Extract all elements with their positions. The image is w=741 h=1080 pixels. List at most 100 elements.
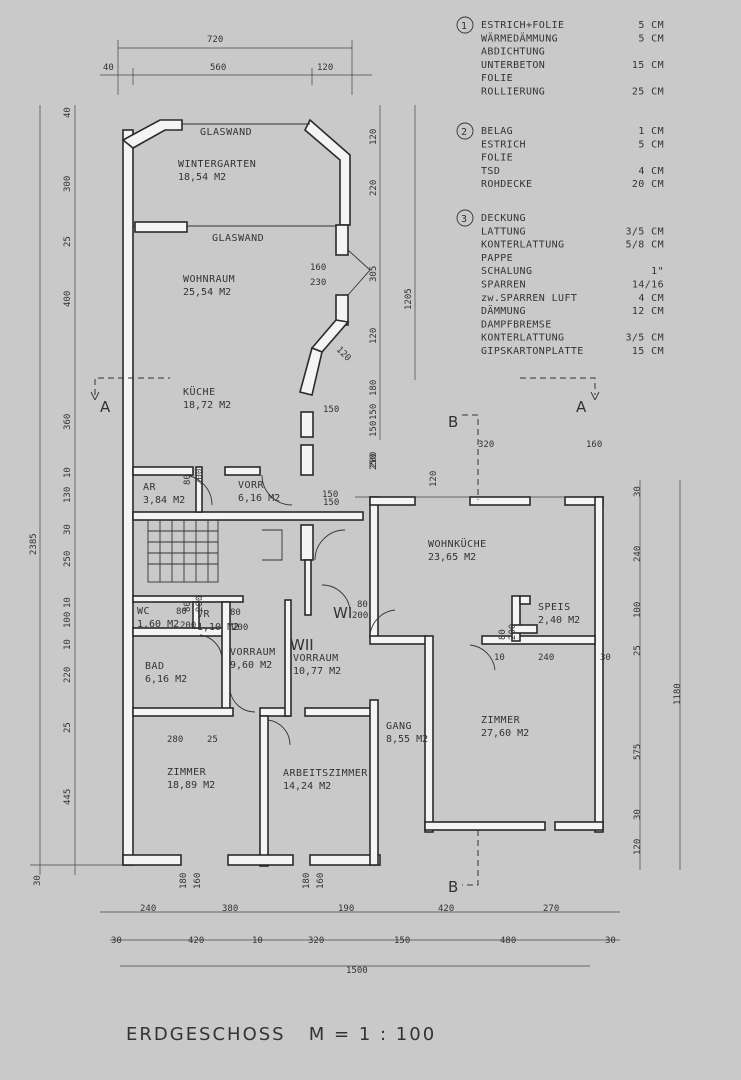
dimension-label: 220 bbox=[369, 180, 379, 196]
dimension-label: 25 bbox=[633, 645, 643, 656]
legend-number: 1 bbox=[461, 21, 467, 32]
room-name-label: VORRAUM bbox=[230, 647, 276, 658]
legend-layer-thickness: 5 CM bbox=[638, 139, 664, 150]
dimension-label: 120 bbox=[633, 839, 643, 855]
dimension-label: 180 bbox=[302, 873, 312, 889]
dimension-label: 10 bbox=[494, 653, 505, 663]
room-area-label: 6,16 M2 bbox=[145, 674, 187, 685]
room-name-label: ARBEITSZIMMER bbox=[283, 768, 368, 779]
dimension-label: 10 bbox=[63, 639, 73, 650]
room-name-label: WOHNRAUM bbox=[183, 274, 235, 285]
dimension-label: 200 bbox=[508, 624, 518, 640]
dimension-label: 160 bbox=[310, 263, 326, 273]
legend-layer-name: ESTRICH bbox=[481, 139, 526, 150]
dimension-label: 1500 bbox=[346, 966, 368, 976]
legend-layer-name: ROLLIERUNG bbox=[481, 87, 545, 98]
dimension-label: 150 bbox=[322, 490, 338, 500]
legend-layer-thickness: 15 CM bbox=[632, 60, 664, 71]
legend-layer-name: FOLIE bbox=[481, 153, 513, 164]
legend-layer-name: DECKUNG bbox=[481, 213, 526, 224]
legend-layer-name: SCHALUNG bbox=[481, 266, 532, 277]
legend-layer-name: KONTERLATTUNG bbox=[481, 240, 564, 251]
legend-layer-thickness: 5 CM bbox=[638, 33, 664, 44]
dimension-label: 150 bbox=[369, 421, 379, 437]
dimension-label: 80 bbox=[357, 600, 368, 610]
dimension-label: 80 bbox=[498, 629, 508, 640]
room-name-label: WC bbox=[137, 606, 150, 617]
dimension-label: 25 bbox=[63, 722, 73, 733]
legend-layer-thickness: 14/16 bbox=[632, 280, 664, 291]
dimension-label: 2385 bbox=[29, 533, 39, 555]
legend-layer-thickness: 3/5 CM bbox=[625, 333, 664, 344]
dimension-label: 30 bbox=[600, 653, 611, 663]
dimension-label: 200 bbox=[195, 596, 205, 612]
dimension-label: 280 bbox=[167, 735, 183, 745]
legend-layer-name: FOLIE bbox=[481, 73, 513, 84]
dimension-label: 280 bbox=[369, 452, 379, 468]
room-area-label: 1,10 M2 bbox=[197, 622, 239, 633]
room-area-label: 14,24 M2 bbox=[283, 781, 331, 792]
dimension-label: 200 bbox=[180, 621, 196, 631]
legend-layer-name: ROHDECKE bbox=[481, 179, 532, 190]
dimension-label: 30 bbox=[111, 936, 122, 946]
legend-layer-thickness: 25 CM bbox=[632, 87, 664, 98]
room-name-label: BAD bbox=[145, 661, 165, 672]
dimension-label: 240 bbox=[538, 653, 554, 663]
dimension-label: 200 bbox=[352, 611, 368, 621]
dimension-label: 25 bbox=[63, 236, 73, 247]
legend-layer-name: ABDICHTUNG bbox=[481, 47, 545, 58]
legend-layer-thickness: 1" bbox=[651, 266, 664, 277]
section-mark-b-bottom: B bbox=[448, 878, 458, 896]
dimension-label: 1205 bbox=[404, 288, 414, 310]
dimension-label: 100 bbox=[633, 602, 643, 618]
room-area-label: 23,65 M2 bbox=[428, 552, 476, 563]
dimension-label: 320 bbox=[308, 936, 324, 946]
dimension-label: 150 bbox=[323, 498, 339, 508]
legend-number-circle bbox=[456, 122, 474, 140]
room-area-label: 18,89 M2 bbox=[167, 780, 215, 791]
legend-layer-thickness: 1 CM bbox=[638, 126, 664, 137]
dimension-label: 160 bbox=[316, 873, 326, 889]
room-name-label: VR bbox=[197, 609, 211, 620]
drawing-title: ERDGESCHOSS M = 1 : 100 bbox=[126, 1024, 436, 1045]
legend-layer-name: SPARREN bbox=[481, 280, 526, 291]
dimension-label: 240 bbox=[633, 546, 643, 562]
dimension-label: 200 bbox=[195, 469, 205, 485]
section-mark-a-right: A bbox=[576, 398, 587, 416]
legend-layer-name: PAPPE bbox=[481, 253, 513, 264]
legend-layer-name: LATTUNG bbox=[481, 226, 526, 237]
dimension-label: 320 bbox=[478, 440, 494, 450]
dimension-label: 40 bbox=[103, 63, 114, 73]
legend-number-circle bbox=[456, 16, 474, 34]
dimension-label: 720 bbox=[207, 35, 223, 45]
legend-number: 3 bbox=[461, 214, 467, 225]
legend-layer-name: WÄRMEDÄMMUNG bbox=[481, 31, 558, 44]
dimension-label: 200 bbox=[232, 623, 248, 633]
legend-layer-thickness: 12 CM bbox=[632, 306, 664, 317]
dimension-label: 120 bbox=[369, 328, 379, 344]
legend-layer-name: zw.SPARREN LUFT bbox=[481, 293, 577, 304]
room-name-label: VORRAUM bbox=[293, 653, 339, 664]
door-swings bbox=[181, 249, 496, 746]
room-name-label: WINTERGARTEN bbox=[178, 159, 256, 170]
room-area-label: 10,77 M2 bbox=[293, 666, 341, 677]
dimension-label: 305 bbox=[369, 266, 379, 282]
dimension-label: 25 bbox=[207, 735, 218, 745]
room-name-label: VORR bbox=[238, 480, 265, 491]
dimension-label: 180 bbox=[179, 873, 189, 889]
dimension-label: 30 bbox=[605, 936, 616, 946]
legend-number-circle bbox=[456, 209, 474, 227]
dimension-label: 190 bbox=[338, 904, 354, 914]
room-area-label: 1,60 M2 bbox=[137, 619, 179, 630]
dimension-label: 480 bbox=[500, 936, 516, 946]
dimension-label: 80 bbox=[176, 607, 187, 617]
dimension-label: 420 bbox=[188, 936, 204, 946]
dimension-label: 120 bbox=[317, 63, 333, 73]
dimension-label: 30 bbox=[633, 486, 643, 497]
dimension-label: 10 bbox=[63, 597, 73, 608]
dimension-label: 250 bbox=[369, 454, 379, 470]
room-area-label: 3,84 M2 bbox=[143, 495, 185, 506]
